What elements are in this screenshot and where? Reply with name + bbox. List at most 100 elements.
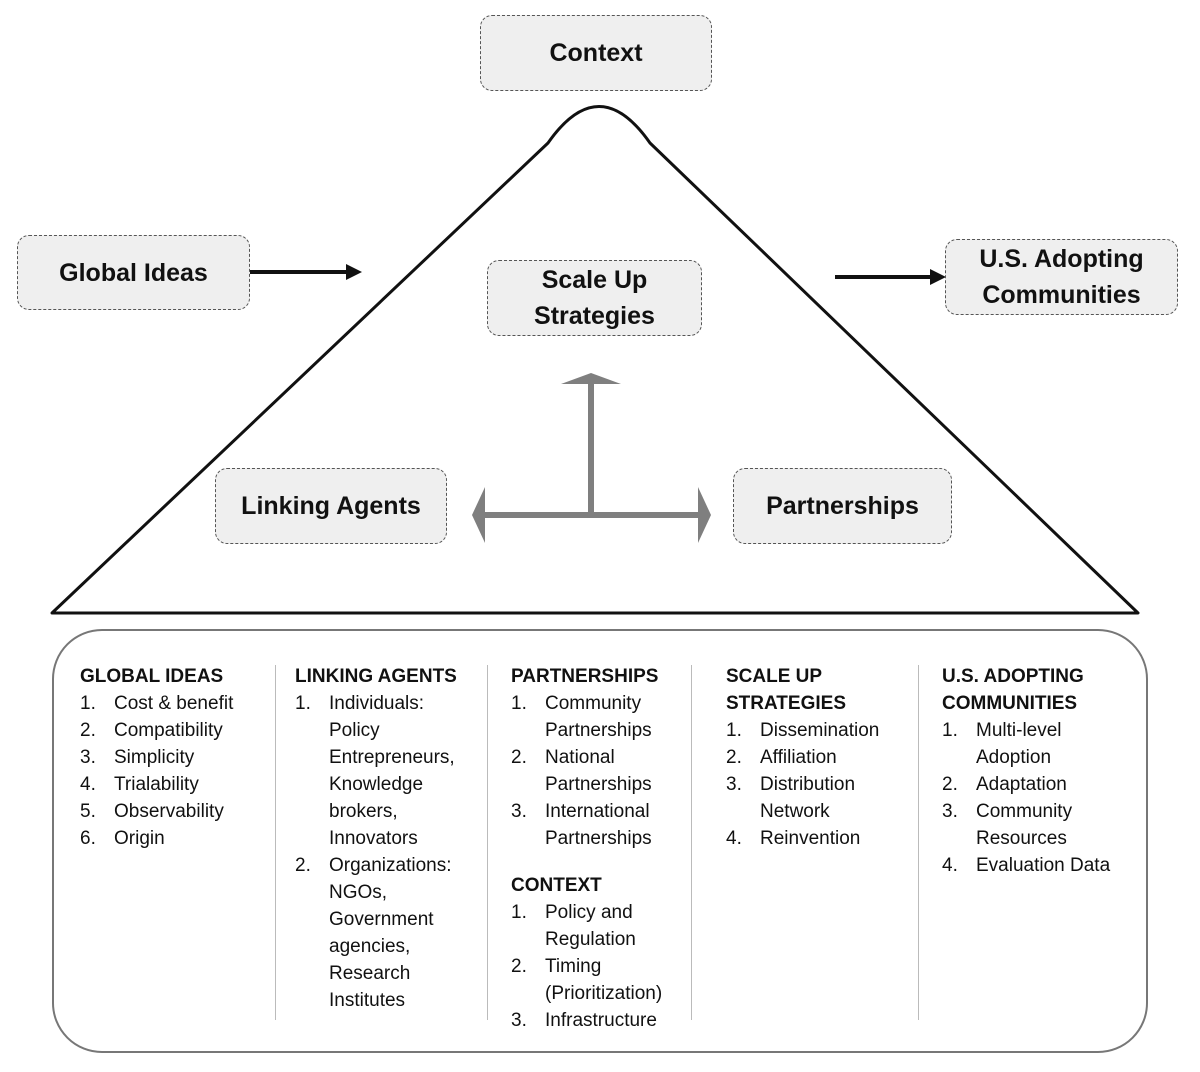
item-number: 1. — [80, 693, 96, 714]
scale-up-strategies-column: SCALE UP STRATEGIES 1. Dissemination 2. Af… — [726, 663, 926, 852]
list-item: 2.Compatibility — [80, 717, 270, 744]
list-item: 3. Distribution Network — [726, 771, 926, 825]
pyramid-triangle — [50, 105, 1140, 615]
list-item: 2. Affiliation — [726, 744, 926, 771]
item-number: 4. — [726, 828, 742, 849]
list-item: 6.Origin — [80, 825, 270, 852]
item-text: Cost & benefit — [114, 693, 234, 714]
item-number: 3. — [726, 774, 742, 795]
list-item: 2. Organizations: NGOs, Government agenci… — [295, 852, 485, 1014]
column-title: PARTNERSHIPS — [511, 666, 659, 687]
item-number: 2. — [511, 747, 527, 768]
partnerships-column: PARTNERSHIPS 1. Community Partnerships 2.… — [511, 663, 711, 1034]
item-number: 3. — [511, 1010, 527, 1031]
partnerships-node-label: Partnerships — [766, 492, 919, 520]
item-number: 3. — [942, 801, 958, 822]
partnerships-list: 1. Community Partnerships 2. National Part… — [511, 690, 711, 852]
item-text: Simplicity — [114, 747, 195, 768]
global-ideas-node: Global Ideas — [17, 235, 250, 310]
item-number: 2. — [726, 747, 742, 768]
partnerships-node: Partnerships — [733, 468, 952, 544]
context-list: 1.Policy and Regulation 2. Timing (Priori… — [511, 899, 711, 1034]
context-section: CONTEXT 1.Policy and Regulation 2. Timing… — [511, 872, 711, 1034]
linking-agents-node-label: Linking Agents — [241, 492, 421, 520]
gray-arrow-left-head — [472, 487, 485, 543]
item-text: Organizations: NGOs, Government agencies… — [329, 855, 452, 1011]
item-number: 1. — [295, 693, 311, 714]
item-number: 4. — [942, 855, 958, 876]
list-item: 1. Multi-level Adoption — [942, 717, 1142, 771]
gray-arrow-up-head — [561, 373, 621, 384]
list-item: 2. National Partnerships — [511, 744, 711, 798]
list-item: 2. Adaptation — [942, 771, 1142, 798]
list-item: 3. International Partnerships — [511, 798, 711, 852]
scale-up-strategies-node-label: Scale Up Strategies — [534, 266, 655, 330]
item-number: 1. — [942, 720, 958, 741]
list-item: 4. Trialability — [80, 771, 270, 798]
item-text: Dissemination — [760, 720, 880, 741]
details-panel: GLOBAL IDEAS 1.Cost & benefit 2.Compatib… — [52, 629, 1148, 1053]
list-item: 1. Individuals: Policy Entrepreneurs, Kno… — [295, 690, 485, 852]
linking-agents-column: LINKING AGENTS 1. Individuals: Policy Ent… — [295, 663, 485, 1014]
context-node: Context — [480, 15, 712, 91]
column-divider — [918, 665, 919, 1020]
column-divider — [487, 665, 488, 1020]
item-text: Evaluation Data — [976, 855, 1111, 876]
list-item: 2. Timing (Prioritization) — [511, 953, 711, 1007]
column-title: CONTEXT — [511, 875, 602, 896]
column-divider — [275, 665, 276, 1020]
list-item: 3. Simplicity — [80, 744, 270, 771]
item-text: Trialability — [114, 774, 199, 795]
item-number: 2. — [511, 956, 527, 977]
item-text: Adaptation — [976, 774, 1067, 795]
us-adopting-communities-node-label: U.S. Adopting Communities — [979, 245, 1144, 309]
linking-agents-list: 1. Individuals: Policy Entrepreneurs, Kno… — [295, 690, 485, 1014]
list-item: 4. Reinvention — [726, 825, 926, 852]
item-text: Observability — [114, 801, 224, 822]
column-title: SCALE UP STRATEGIES — [726, 666, 846, 714]
list-item: 1.Policy and Regulation — [511, 899, 711, 953]
list-item: 3. Community Resources — [942, 798, 1142, 852]
column-title: U.S. ADOPTING COMMUNITIES — [942, 666, 1084, 714]
us-adopting-communities-node: U.S. Adopting Communities — [945, 239, 1178, 315]
gray-arrow-right-head — [698, 487, 711, 543]
scale-up-strategies-list: 1. Dissemination 2. Affiliation 3. Distribu… — [726, 717, 926, 852]
us-adopting-communities-column: U.S. ADOPTING COMMUNITIES 1. Multi-level … — [942, 663, 1142, 879]
list-item: 3. Infrastructure — [511, 1007, 711, 1034]
item-number: 4. — [80, 774, 96, 795]
item-number: 2. — [942, 774, 958, 795]
item-number: 2. — [295, 855, 311, 876]
linking-agents-node: Linking Agents — [215, 468, 447, 544]
global-ideas-column: GLOBAL IDEAS 1. Cost & benefit 2.Compatib… — [80, 663, 270, 852]
item-number: 1. — [511, 693, 527, 714]
item-text: Infrastructure — [545, 1010, 657, 1031]
column-title: GLOBAL IDEAS — [80, 666, 224, 687]
list-item: 1. Cost & benefit — [80, 690, 270, 717]
item-text: Reinvention — [760, 828, 861, 849]
list-item: 1. Dissemination — [726, 717, 926, 744]
arrow-global-head — [346, 264, 362, 280]
list-item: 5.Observability — [80, 798, 270, 825]
item-text: Timing (Prioritization) — [545, 956, 663, 1004]
item-text: National Partnerships — [545, 747, 652, 795]
item-number: 3. — [80, 747, 96, 768]
item-number: 3. — [511, 801, 527, 822]
column-title: LINKING AGENTS — [295, 666, 457, 687]
item-text: Community Partnerships — [545, 693, 652, 741]
item-number: 1. — [511, 902, 527, 923]
item-text: Individuals: Policy Entrepreneurs, Knowl… — [329, 693, 455, 849]
item-text: Affiliation — [760, 747, 837, 768]
item-text: Compatibility — [114, 720, 223, 741]
item-text: Community Resources — [976, 801, 1073, 849]
item-number: 1. — [726, 720, 742, 741]
item-text: International Partnerships — [545, 801, 652, 849]
item-text: Origin — [114, 828, 165, 849]
item-text: Multi-level Adoption — [976, 720, 1062, 768]
us-adopting-communities-list: 1. Multi-level Adoption 2. Adaptation 3. Co… — [942, 717, 1142, 879]
arrow-adopting-head — [930, 269, 946, 285]
column-divider — [691, 665, 692, 1020]
scale-up-strategies-node: Scale Up Strategies — [487, 260, 702, 336]
list-item: 1. Community Partnerships — [511, 690, 711, 744]
item-text: Distribution Network — [760, 774, 856, 822]
list-item: 4. Evaluation Data — [942, 852, 1142, 879]
